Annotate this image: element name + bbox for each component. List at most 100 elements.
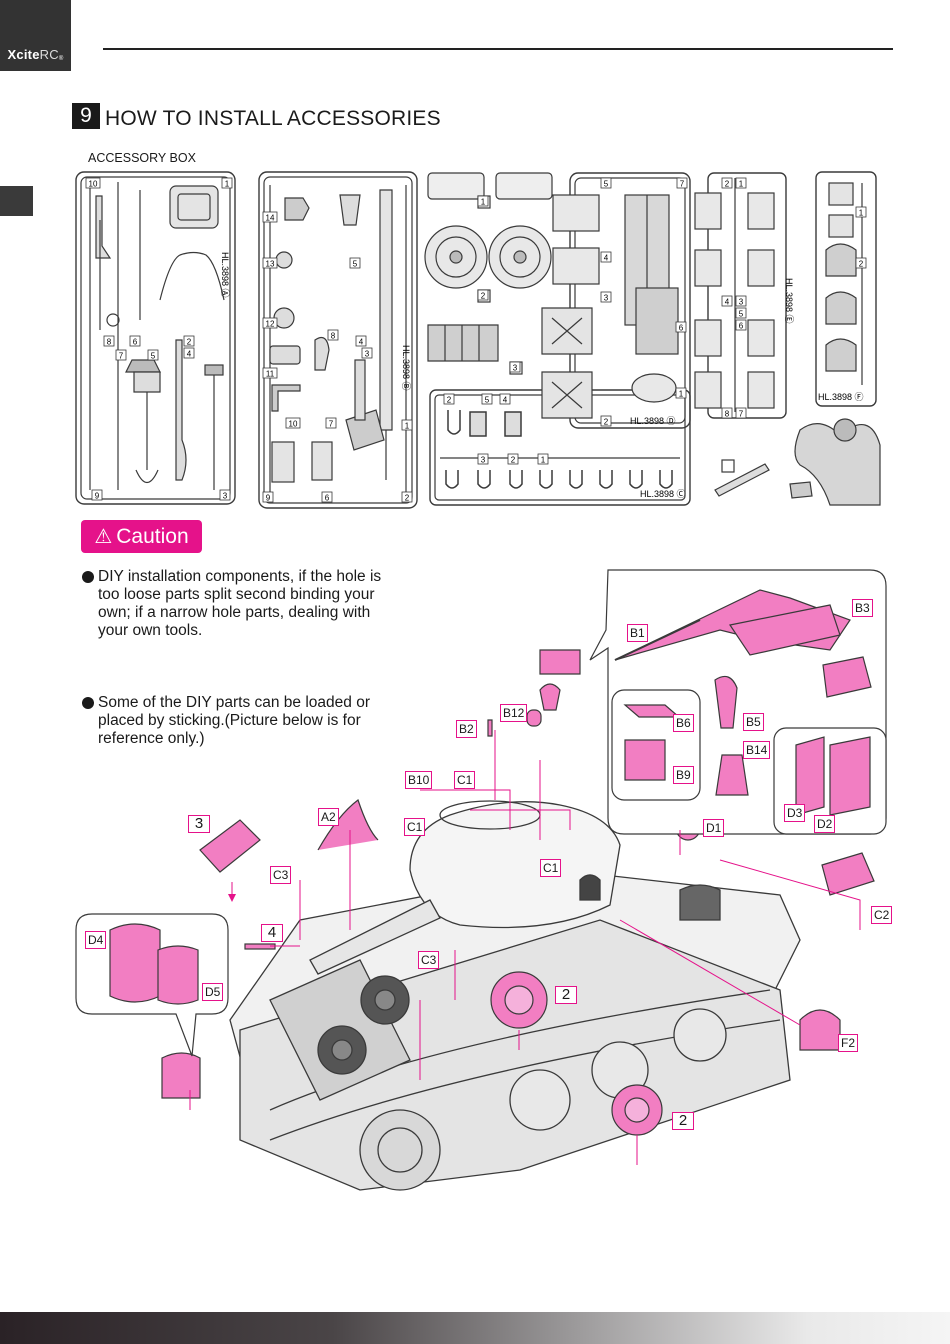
sprue-d-number-box bbox=[600, 177, 612, 189]
sprue-c-number-box bbox=[481, 393, 493, 405]
sprue-a-number: 2 bbox=[187, 338, 192, 347]
sprue-e-number: 5 bbox=[739, 310, 744, 319]
part-label-b10: B10 bbox=[405, 771, 433, 789]
sprue-b-number: 11 bbox=[266, 370, 275, 379]
part-label-n2b: 2 bbox=[672, 1112, 694, 1130]
caution-label: Caution bbox=[116, 524, 189, 548]
sprue-a-number-box bbox=[91, 489, 103, 501]
sprue-e-number: 1 bbox=[739, 180, 744, 189]
sprue-c-number: 1 bbox=[541, 456, 546, 465]
loose-parts bbox=[714, 418, 881, 506]
part-label-c1a: C1 bbox=[454, 771, 476, 789]
sprue-c-number: 3 bbox=[481, 456, 486, 465]
sprue-c-number-box bbox=[537, 453, 549, 465]
part-label-b9: B9 bbox=[673, 766, 694, 784]
sprue-b-number-box bbox=[361, 347, 373, 359]
sprue-b-number: 4 bbox=[359, 338, 364, 347]
sprue-a-number: 4 bbox=[187, 350, 192, 359]
part-label-n4: 4 bbox=[261, 924, 283, 942]
sprue-f bbox=[815, 171, 877, 407]
sprue-b-number-box bbox=[355, 335, 367, 347]
sprue-b-number-box bbox=[262, 257, 278, 269]
sprue-e-number-box bbox=[735, 307, 747, 319]
warning-triangle-icon: ⚠ bbox=[94, 526, 113, 548]
sprue-d-number: 5 bbox=[604, 180, 609, 189]
sprue-b-number: 10 bbox=[289, 420, 298, 429]
sprue-c-number-box bbox=[477, 289, 489, 301]
sprue-d-number-box bbox=[675, 387, 687, 399]
sprue-d-number: 3 bbox=[604, 294, 609, 303]
note-2-text: Some of the DIY parts can be loaded or p… bbox=[98, 694, 370, 747]
sprue-c-number: 2 bbox=[511, 456, 516, 465]
part-label-d4: D4 bbox=[85, 931, 107, 949]
sprue-e-number: 4 bbox=[725, 298, 730, 307]
sprue-a-number-box bbox=[219, 489, 231, 501]
sprue-b-number-box bbox=[262, 317, 278, 329]
step-title: HOW TO INSTALL ACCESSORIES bbox=[105, 107, 441, 130]
sprue-e bbox=[694, 172, 787, 419]
sprue-b-number: 5 bbox=[353, 260, 358, 269]
svg-text:HL.3898 Ⓐ: HL.3898 Ⓐ bbox=[220, 252, 230, 298]
sprue-d-number: 6 bbox=[679, 324, 684, 333]
sprue-b-number-box bbox=[262, 491, 274, 503]
sprue-d-number: 7 bbox=[680, 180, 685, 189]
part-label-b12: B12 bbox=[500, 704, 528, 722]
part-label-c3a: C3 bbox=[270, 866, 292, 884]
brand-mark: ® bbox=[58, 56, 64, 62]
sprue-c-number-box bbox=[507, 453, 519, 465]
callout-d4-d5 bbox=[75, 913, 229, 1057]
part-label-d1: D1 bbox=[703, 819, 725, 837]
sprue-d-number: 2 bbox=[604, 418, 609, 427]
sprue-b-number-box bbox=[325, 417, 337, 429]
svg-text:HL.3898 Ⓑ: HL.3898 Ⓑ bbox=[401, 345, 411, 391]
sprue-e-number: 8 bbox=[725, 410, 730, 419]
brand-name-light: RC bbox=[39, 47, 59, 62]
sprue-b-number-box bbox=[262, 367, 278, 379]
sprue-a-number-box bbox=[85, 177, 101, 189]
part-label-b14: B14 bbox=[743, 741, 771, 759]
footer-bar bbox=[0, 1312, 950, 1344]
part-label-c1b: C1 bbox=[404, 818, 426, 836]
part-label-c2: C2 bbox=[871, 906, 893, 924]
sprue-c-number: 4 bbox=[503, 396, 508, 405]
sprue-d-number: 4 bbox=[604, 254, 609, 263]
note-2: Some of the DIY parts can be loaded or p… bbox=[82, 694, 402, 748]
highlight-parts bbox=[161, 649, 875, 1136]
sprue-b-number: 6 bbox=[325, 494, 330, 503]
sprue-a-number-box bbox=[183, 335, 195, 347]
sprue-e-number: 3 bbox=[739, 298, 744, 307]
sprue-a-number: 5 bbox=[151, 352, 156, 361]
note-1-text: DIY installation components, if the hole… bbox=[98, 568, 382, 639]
sprue-c-number: 2 bbox=[481, 292, 486, 301]
sprue-b-number: 7 bbox=[329, 420, 334, 429]
sprue-b-number: 9 bbox=[266, 494, 271, 503]
part-label-b1: B1 bbox=[627, 624, 648, 642]
sprue-e-number-box bbox=[735, 407, 747, 419]
bullet-icon bbox=[82, 697, 94, 709]
sprue-a bbox=[75, 171, 236, 505]
svg-text:HL.3898 Ⓓ: HL.3898 Ⓓ bbox=[630, 416, 676, 426]
sprue-b-number: 2 bbox=[405, 494, 410, 503]
sprue-c-number-box bbox=[509, 361, 521, 373]
sprue-e-number: 6 bbox=[739, 322, 744, 331]
sprue-b-number: 1 bbox=[405, 422, 410, 431]
sprue-b bbox=[258, 171, 418, 509]
part-label-b3: B3 bbox=[852, 599, 873, 617]
sprue-f-number: 2 bbox=[859, 260, 864, 269]
sprue-b-number-box bbox=[327, 329, 339, 341]
part-label-c3b: C3 bbox=[418, 951, 440, 969]
sprue-c-number-box bbox=[477, 195, 489, 207]
sprue-a-number: 9 bbox=[95, 492, 100, 501]
sprue-c-number-box bbox=[499, 393, 511, 405]
sprue-c-number: 1 bbox=[481, 198, 486, 207]
brand-name-bold: Xcite bbox=[7, 47, 40, 62]
sprue-c-number: 3 bbox=[513, 364, 518, 373]
sprue-b-number: 8 bbox=[331, 332, 336, 341]
sprue-e-number-box bbox=[721, 407, 733, 419]
sprue-a-number-box bbox=[221, 177, 233, 189]
sprue-e-number-box bbox=[735, 319, 747, 331]
sprue-b-number: 13 bbox=[266, 260, 275, 269]
part-label-n3: 3 bbox=[188, 815, 210, 833]
sprue-a-number: 10 bbox=[89, 180, 98, 189]
